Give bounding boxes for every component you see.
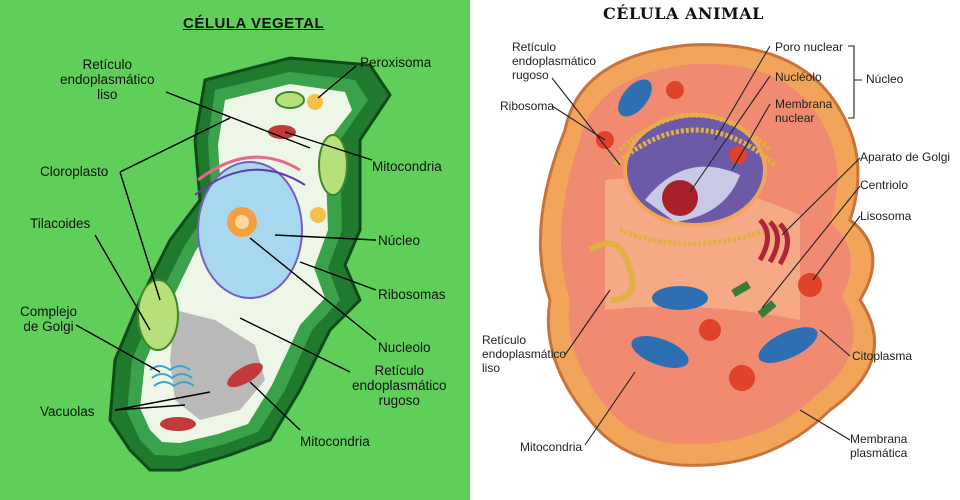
label-reticulo-rugoso: Retículo endoplasmático rugoso <box>352 363 447 408</box>
animal-lysosome <box>798 273 822 297</box>
label-animal-reticulo-rugoso: Retículo endoplasmático rugoso <box>512 40 597 82</box>
label-nucleo: Núcleo <box>378 233 421 248</box>
plant-mitochondrion <box>268 125 296 139</box>
label-mitocondria-bottom: Mitocondria <box>300 434 370 449</box>
animal-mitochondrion <box>758 327 818 363</box>
label-nucleolo: Nucleolo <box>378 340 431 355</box>
label-mitocondria-top: Mitocondria <box>372 159 442 174</box>
label-animal-mitocondria: Mitocondria <box>520 440 583 454</box>
label-ribosoma: Ribosoma <box>500 99 555 113</box>
animal-centriole <box>757 300 777 318</box>
animal-mitochondrion <box>652 286 708 310</box>
label-centriolo: Centriolo <box>860 178 909 192</box>
plant-vacuole <box>170 310 265 420</box>
label-animal-reticulo-liso: Retículo endoplasmático liso <box>482 333 567 375</box>
animal-leader-lines <box>551 45 862 446</box>
plant-peroxisome <box>310 207 326 223</box>
animal-cell-diagram <box>538 43 876 467</box>
animal-cell-panel: CÉLULA ANIMAL Retículo endoplasmático ru… <box>470 0 960 500</box>
animal-mitochondrion <box>618 79 652 117</box>
animal-mitochondrion <box>631 336 689 368</box>
label-poro-nuclear: Poro nuclear <box>775 40 844 54</box>
plant-golgi <box>149 365 195 388</box>
label-reticulo-liso: Retículo endoplasmático liso <box>60 57 155 102</box>
label-animal-nucleo: Núcleo <box>866 72 904 86</box>
animal-smooth-er <box>588 240 636 303</box>
label-golgi-animal: Aparato de Golgi <box>860 150 951 164</box>
animal-lysosome <box>729 365 755 391</box>
animal-lysosome <box>729 146 747 164</box>
label-golgi: Complejo de Golgi <box>20 304 78 334</box>
label-peroxisoma: Peroxisoma <box>360 55 432 70</box>
label-vacuolas: Vacuolas <box>40 404 95 419</box>
label-membrana-plasmatica: Membrana plasmática <box>850 432 908 460</box>
plant-cell-diagram <box>75 56 392 472</box>
animal-lysosome <box>699 319 721 341</box>
plant-leader-lines <box>75 65 377 431</box>
label-ribosomas: Ribosomas <box>378 287 446 302</box>
plant-mitochondrion <box>227 362 263 388</box>
plant-chloroplast <box>137 279 179 351</box>
animal-nucleolus <box>662 180 698 216</box>
label-membrana-nuclear: Membrana nuclear <box>775 97 833 125</box>
animal-golgi <box>757 218 790 266</box>
label-citoplasma: Citoplasma <box>852 349 913 363</box>
plant-mitochondrion <box>160 417 196 431</box>
animal-title: CÉLULA ANIMAL <box>603 4 764 23</box>
label-animal-nucleolo: Nucléolo <box>775 70 822 84</box>
plant-cell-panel: CÉLULA VEGETAL Retículo endoplasmático l… <box>0 0 470 500</box>
animal-lysosome <box>666 81 684 99</box>
plant-title: CÉLULA VEGETAL <box>183 15 325 32</box>
label-cloroplasto: Cloroplasto <box>40 164 109 179</box>
label-tilacoides: Tilacoides <box>30 216 91 231</box>
label-lisosoma: Lisosoma <box>860 209 912 223</box>
plant-chloroplast <box>275 91 305 109</box>
animal-centriole <box>731 281 751 297</box>
